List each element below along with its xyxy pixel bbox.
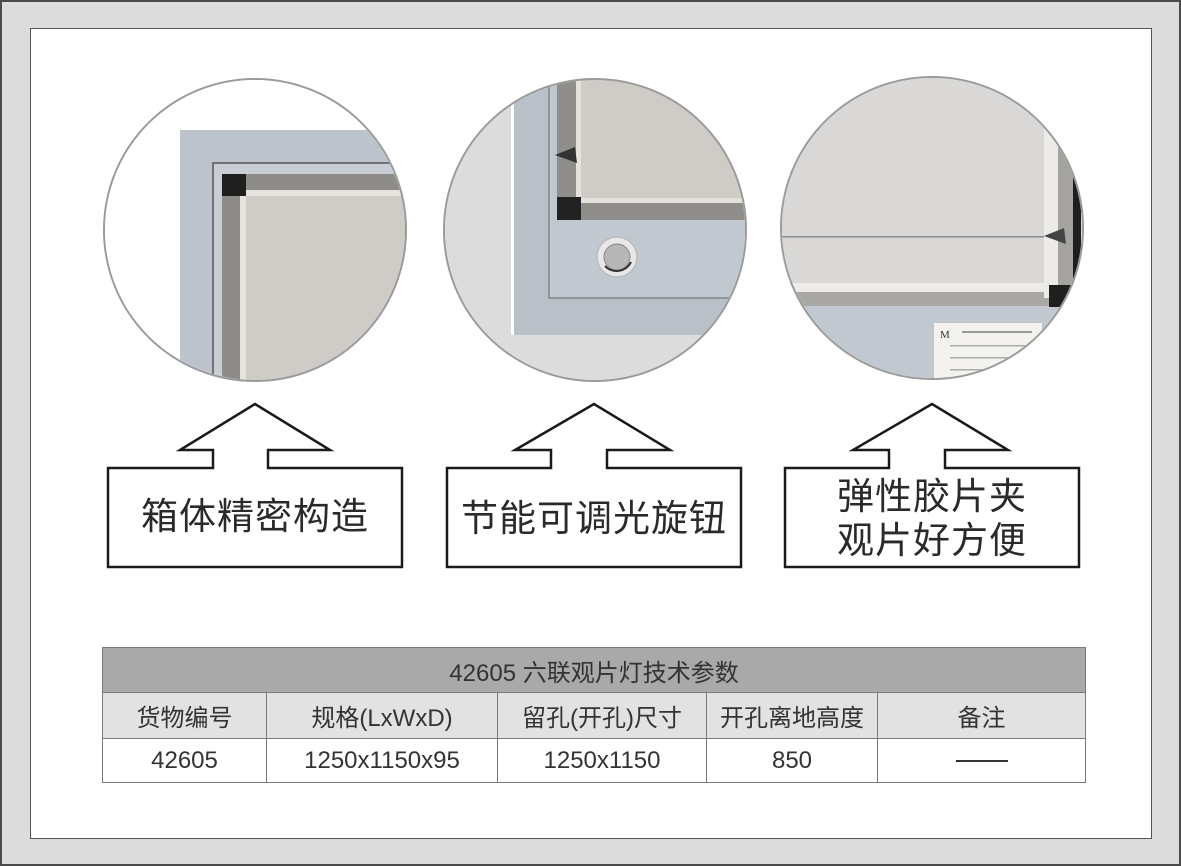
frame-corner-illustration bbox=[105, 80, 405, 380]
header-remarks: 备注 bbox=[876, 692, 1087, 739]
feature-photo-film-clip: M bbox=[780, 76, 1084, 380]
feature-photo-frame-corner bbox=[103, 78, 407, 382]
label-sticker-logo: M bbox=[940, 329, 950, 341]
spec-table-header-row: 货物编号 规格(LxWxD) 留孔(开孔)尺寸 开孔离地高度 备注 bbox=[102, 692, 1087, 739]
feature-callout-1: 箱体精密构造 bbox=[106, 402, 404, 570]
feature-photo-dimmer-knob bbox=[443, 78, 747, 382]
film-clip-illustration: M bbox=[782, 78, 1082, 378]
feature-callout-3: 弹性胶片夹 观片好方便 bbox=[783, 402, 1081, 570]
spec-table-title: 42605 六联观片灯技术参数 bbox=[101, 647, 1087, 693]
empty-dash bbox=[955, 760, 1008, 763]
header-cutout-size: 留孔(开孔)尺寸 bbox=[497, 692, 707, 739]
up-arrow-callout-shape bbox=[783, 402, 1081, 569]
header-dimensions: 规格(LxWxD) bbox=[266, 692, 498, 739]
feature-label-dimmer: 节能可调光旋钮 bbox=[461, 497, 727, 540]
feature-label-frame: 箱体精密构造 bbox=[141, 495, 369, 538]
dimmer-knob-illustration bbox=[445, 80, 745, 380]
cell-dimensions: 1250x1150x95 bbox=[266, 738, 498, 783]
up-arrow-callout-shape bbox=[106, 402, 404, 569]
header-item-no: 货物编号 bbox=[102, 692, 267, 739]
header-mount-height: 开孔离地高度 bbox=[706, 692, 878, 739]
feature-callout-2: 节能可调光旋钮 bbox=[445, 402, 743, 570]
feature-label-line-2: 观片好方便 bbox=[837, 519, 1027, 562]
table-row: 42605 1250x1150x95 1250x1150 850 bbox=[102, 738, 1087, 783]
cell-remarks bbox=[876, 738, 1087, 783]
cell-mount-height: 850 bbox=[706, 738, 878, 783]
up-arrow-callout-shape bbox=[445, 402, 743, 569]
spec-table-title-row: 42605 六联观片灯技术参数 bbox=[101, 647, 1087, 693]
cell-cutout-size: 1250x1150 bbox=[497, 738, 707, 783]
spec-table: 42605 六联观片灯技术参数 货物编号 规格(LxWxD) 留孔(开孔)尺寸 … bbox=[101, 647, 1087, 783]
feature-label-film-clip: 弹性胶片夹 观片好方便 bbox=[783, 475, 1081, 563]
feature-label-line-1: 弹性胶片夹 bbox=[837, 475, 1027, 518]
cell-item-no: 42605 bbox=[102, 738, 267, 783]
